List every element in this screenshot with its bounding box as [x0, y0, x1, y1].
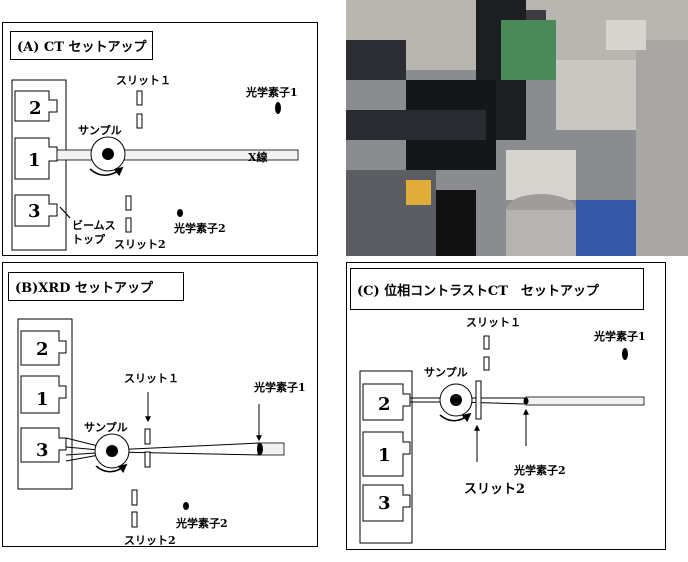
- slit1-label: スリット１: [466, 316, 521, 329]
- detector-1: [622, 348, 628, 360]
- detector-2: [177, 209, 183, 217]
- det1-label: 光学素子1: [593, 329, 646, 343]
- slit1-upper: [144, 428, 151, 445]
- det2-label: 光学素子2: [173, 221, 226, 235]
- port-3: 3: [14, 194, 58, 227]
- photo-illustration: [346, 0, 688, 256]
- slit1-upper-top: [483, 335, 490, 350]
- port-3-label: 3: [36, 440, 49, 461]
- beam-tube: [525, 396, 645, 406]
- slit2-label: スリット2: [464, 482, 525, 497]
- beamstop-label-2: トップ: [72, 232, 106, 246]
- xray-label: X線: [248, 150, 268, 164]
- slit2-label: スリット2: [114, 238, 166, 251]
- sample-dot: [450, 394, 462, 406]
- port-1: 1: [14, 137, 58, 180]
- slit2-label: スリット2: [124, 534, 176, 547]
- port-1: 1: [20, 375, 67, 414]
- port-3-label: 3: [378, 493, 391, 514]
- panel-b-title: (B)XRD セットアップ: [8, 272, 184, 301]
- port-2-label: 2: [36, 339, 49, 360]
- port-1-label: 1: [36, 389, 49, 410]
- port-2-label: 2: [29, 98, 42, 119]
- panel-a-title: (A) CT セットアップ: [10, 31, 154, 60]
- detector-2: [523, 397, 529, 405]
- det1-label: 光学素子1: [253, 380, 306, 394]
- instrument-photo: [346, 0, 688, 256]
- port-1-label: 1: [28, 150, 41, 171]
- detector-2: [183, 502, 189, 510]
- sample-dot: [106, 445, 118, 457]
- beamstop-pointer: [59, 206, 71, 219]
- port-2: 2: [14, 90, 58, 122]
- port-1-label: 1: [378, 445, 391, 466]
- panel-c-diagram: 2 1 3 サンプル スリット１ スリット2 光学素子1 光学素子2: [359, 316, 646, 544]
- panel-b-diagram: 2 1 3 サンプル スリット１ 光学素子1 スリット2 光学素子2: [17, 318, 306, 547]
- port-2: 2: [20, 330, 67, 366]
- beamstop-label-1: ビームス: [72, 218, 116, 232]
- rotation-arrow: [439, 412, 472, 423]
- det2-label: 光学素子2: [175, 516, 228, 530]
- slit2-lower: [131, 511, 138, 528]
- port-2: 2: [362, 383, 411, 421]
- slit2-upper: [131, 489, 138, 506]
- slit1-upper: [136, 90, 143, 106]
- port-3: 3: [20, 427, 67, 463]
- port-2-label: 2: [378, 394, 391, 415]
- det2-label: 光学素子2: [513, 463, 566, 477]
- port-3-label: 3: [28, 201, 41, 222]
- slit1-lower: [144, 451, 151, 468]
- xray-beam: [56, 149, 299, 161]
- sample-dot: [102, 148, 114, 160]
- detector-1: [275, 102, 281, 114]
- slit2-lower: [125, 217, 132, 233]
- fan-lower: [111, 451, 261, 456]
- rotation-arrow: [95, 463, 128, 474]
- sample-label: サンプル: [424, 365, 468, 379]
- sample-label: サンプル: [84, 420, 128, 434]
- slit1-label: スリット１: [124, 372, 179, 385]
- panel-a-diagram: 2 1 3 X線 サンプル スリット１ スリット2 光学素子1 光学素子2 ビー…: [11, 74, 299, 251]
- det1-label: 光学素子1: [245, 85, 298, 99]
- rotation-arrow: [89, 166, 124, 177]
- sample-label: サンプル: [78, 123, 122, 137]
- detector-1: [257, 443, 263, 455]
- slit1-upper-bottom: [483, 356, 490, 371]
- port-1: 1: [362, 431, 411, 477]
- slit1-lower: [136, 113, 143, 129]
- panel-c-title: (C) 位相コントラストCT セットアップ: [350, 268, 644, 310]
- port-3: 3: [362, 484, 411, 522]
- slit1-lower-bar: [475, 380, 482, 420]
- slit1-label: スリット１: [116, 74, 171, 87]
- slit2-upper: [125, 195, 132, 211]
- fan-upper: [111, 442, 261, 451]
